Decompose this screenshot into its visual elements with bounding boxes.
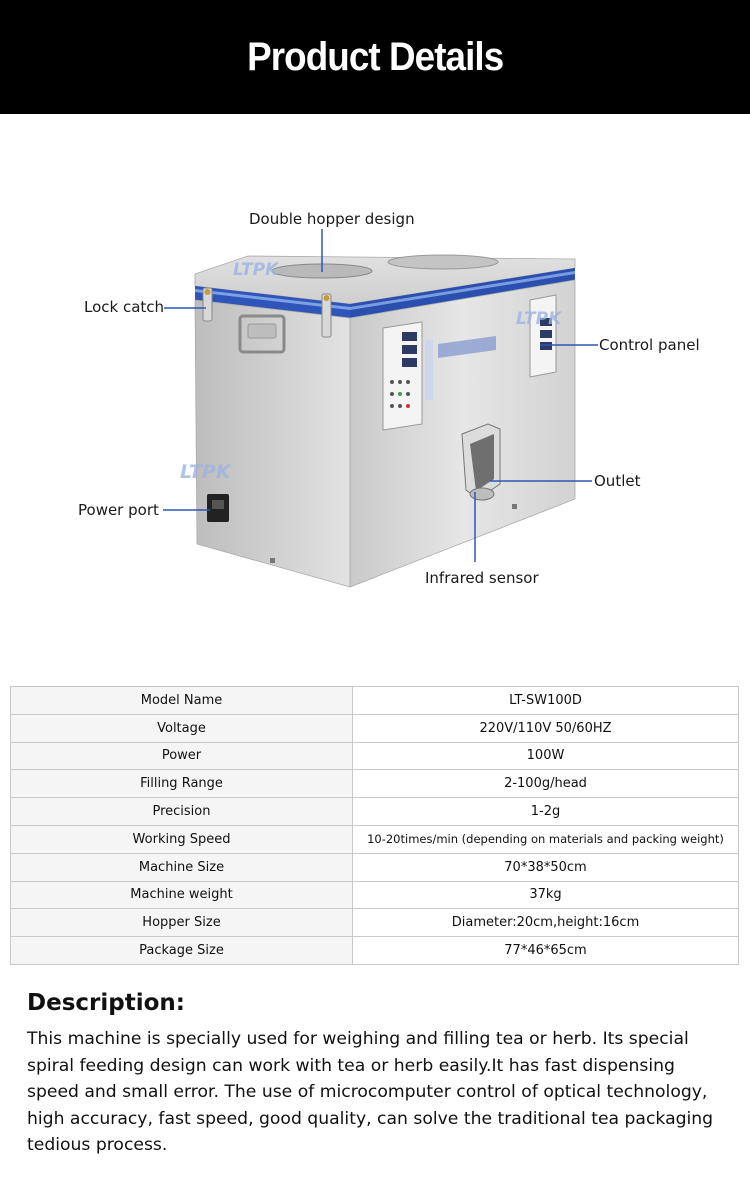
product-figure: LTPK LTPK LTPK Double hopper design Lock… (0, 114, 750, 674)
table-row: Hopper Size Diameter:20cm,height:16cm (10, 908, 739, 938)
callout-infrared-sensor: Infrared sensor (425, 569, 539, 587)
description-title: Description: (27, 990, 185, 1016)
spec-label: Machine weight (10, 880, 353, 910)
brand-watermark-right: LTPK (516, 309, 563, 329)
specs-table: Model Name LT-SW100D Voltage 220V/110V 5… (10, 686, 739, 965)
brand-watermark-top: LTPK (233, 260, 280, 280)
spec-label: Package Size (10, 936, 353, 965)
machine-left-side (194, 299, 351, 588)
hopper-right (387, 254, 499, 270)
spec-label: Machine Size (10, 852, 353, 882)
callout-outlet: Outlet (594, 472, 641, 490)
spec-label: Working Speed (10, 824, 353, 854)
table-row: Model Name LT-SW100D (10, 686, 739, 715)
spec-label: Filling Range (10, 769, 353, 799)
table-row: Precision 1-2g (10, 797, 739, 826)
control-panel-left (382, 321, 433, 431)
side-handle (238, 314, 286, 354)
spec-value: 1-2g (352, 797, 739, 826)
spec-label: Hopper Size (10, 908, 353, 938)
callout-double-hopper: Double hopper design (249, 210, 415, 228)
table-row: Package Size 77*46*65cm (10, 936, 739, 965)
table-row: Machine Size 70*38*50cm (10, 852, 739, 882)
page-title: Product Details (246, 34, 504, 79)
spec-label: Precision (10, 797, 353, 826)
callout-lock-catch: Lock catch (84, 298, 165, 316)
spec-value: Diameter:20cm,height:16cm (352, 908, 739, 938)
page-header: Product Details (0, 0, 750, 114)
brand-watermark-left: LTPK (180, 461, 232, 483)
table-row: Filling Range 2-100g/head (10, 769, 739, 799)
lock-catch-left (202, 287, 213, 322)
spec-value: 2-100g/head (352, 769, 739, 799)
spec-value: 70*38*50cm (352, 852, 739, 882)
spec-label: Voltage (10, 713, 353, 743)
spec-value: 10-20times/min (depending on materials a… (352, 824, 739, 854)
table-row: Voltage 220V/110V 50/60HZ (10, 713, 739, 743)
lock-catch-right (321, 293, 332, 338)
spec-label: Model Name (10, 686, 353, 715)
spec-value: 77*46*65cm (352, 936, 739, 965)
machine-illustration: LTPK LTPK LTPK (163, 229, 598, 588)
callout-power-port: Power port (78, 501, 159, 519)
table-row: Working Speed 10-20times/min (depending … (10, 824, 739, 854)
spec-value: 37kg (352, 880, 739, 910)
table-row: Power 100W (10, 741, 739, 771)
spec-label: Power (10, 741, 353, 771)
control-panel-right (529, 294, 557, 378)
spec-value: LT-SW100D (352, 686, 739, 715)
power-port (207, 494, 229, 522)
description-body: This machine is specially used for weigh… (27, 1029, 714, 1156)
table-row: Machine weight 37kg (10, 880, 739, 910)
spec-value: 220V/110V 50/60HZ (352, 713, 739, 743)
callout-control-panel: Control panel (599, 336, 700, 354)
spec-value: 100W (352, 741, 739, 771)
